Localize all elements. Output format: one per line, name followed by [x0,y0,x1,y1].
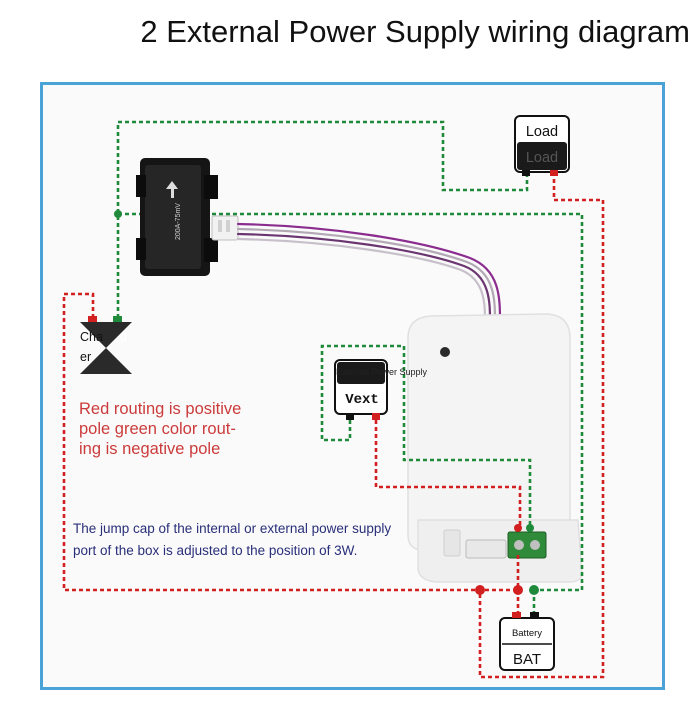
ext-supply-label: External Power Supply [336,367,428,377]
note-line-2: port of the box is adjusted to the posit… [73,543,358,558]
shunt-sensor: 200A-75mV [136,158,218,276]
battery-label: BAT [513,651,541,668]
legend-line-1: Red routing is positive [79,400,242,418]
charger-label-3: er [80,350,91,364]
positive-wires [62,172,605,679]
note-line-1: The jump cap of the internal or external… [73,521,392,536]
charger-label-2: g [120,329,127,343]
monitor-box [407,313,583,583]
sensor-cable [236,222,502,324]
battery-label-small: Battery [512,628,542,639]
load-label-bottom: Load [526,150,558,166]
charger-label-1: Cha [80,330,103,344]
charger-component: Cha g er [80,316,132,374]
load-component: Load Load [514,115,570,176]
legend-line-2: pole green color rout- [79,420,236,438]
battery-component: Battery BAT [499,612,555,671]
page-title: 2 External Power Supply wiring diagram [140,14,690,49]
shunt-marking-text: 200A-75mV [175,203,182,240]
vext-label: Vext [345,392,379,408]
vext-component: External Power Supply Vext [334,359,428,420]
legend-line-3: ing is negative pole [79,440,221,458]
sensor-connector [211,215,239,241]
junction-dots [114,210,539,595]
load-label-top: Load [526,124,558,140]
